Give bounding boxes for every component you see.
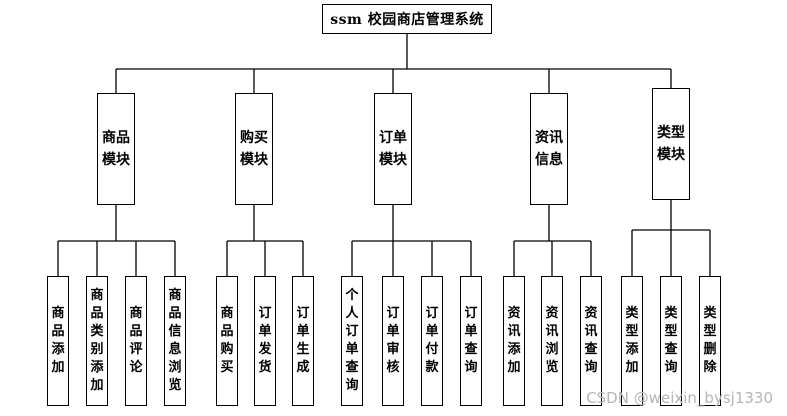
- root-node: ssm 校园商店管理系统: [322, 4, 492, 34]
- root-label: ssm 校园商店管理系统: [330, 12, 484, 28]
- leaf-label: 商品购买: [220, 306, 234, 375]
- leaf-label: 商品信息浏览: [168, 288, 182, 393]
- leaf-label: 资讯添加: [507, 306, 521, 375]
- module-node: 资讯信息: [530, 93, 568, 205]
- module-label: 资讯信息: [535, 130, 563, 168]
- leaf-node: 商品添加: [47, 276, 69, 406]
- module-node: 类型模块: [652, 88, 690, 200]
- leaf-node: 商品信息浏览: [164, 276, 186, 406]
- module-label: 类型模块: [657, 125, 685, 163]
- leaf-node: 资讯浏览: [541, 276, 563, 406]
- module-node: 购买模块: [235, 93, 273, 205]
- leaf-label: 资讯查询: [584, 306, 598, 375]
- leaf-node: 类型查询: [660, 276, 682, 406]
- leaf-node: 商品评论: [125, 276, 147, 406]
- module-label: 订单模块: [379, 130, 407, 168]
- leaf-label: 订单生成: [296, 306, 310, 375]
- leaf-label: 订单发货: [258, 306, 272, 375]
- module-node: 商品模块: [97, 93, 135, 205]
- leaf-node: 资讯添加: [503, 276, 525, 406]
- module-label: 商品模块: [102, 130, 130, 168]
- leaf-node: 类型添加: [621, 276, 643, 406]
- leaf-label: 商品添加: [51, 306, 65, 375]
- leaf-node: 订单查询: [460, 276, 482, 406]
- leaf-node: 订单付款: [421, 276, 443, 406]
- leaf-node: 类型删除: [699, 276, 721, 406]
- leaf-label: 订单查询: [464, 306, 478, 375]
- leaf-node: 订单生成: [292, 276, 314, 406]
- leaf-label: 个人订单查询: [345, 288, 359, 393]
- leaf-label: 类型添加: [625, 306, 639, 375]
- leaf-label: 商品评论: [129, 306, 143, 375]
- leaf-label: 订单付款: [425, 306, 439, 375]
- leaf-label: 类型删除: [703, 306, 717, 375]
- leaf-label: 类型查询: [664, 306, 678, 375]
- watermark: CSDN @weixin_bysj1330: [586, 389, 773, 407]
- leaf-node: 商品购买: [216, 276, 238, 406]
- module-node: 订单模块: [374, 93, 412, 205]
- leaf-node: 订单发货: [254, 276, 276, 406]
- module-label: 购买模块: [240, 130, 268, 168]
- leaf-node: 订单审核: [382, 276, 404, 406]
- leaf-node: 资讯查询: [580, 276, 602, 406]
- leaf-node: 商品类别添加: [86, 276, 108, 406]
- leaf-label: 商品类别添加: [90, 288, 104, 393]
- leaf-label: 订单审核: [386, 306, 400, 375]
- leaf-node: 个人订单查询: [341, 276, 363, 406]
- leaf-label: 资讯浏览: [545, 306, 559, 375]
